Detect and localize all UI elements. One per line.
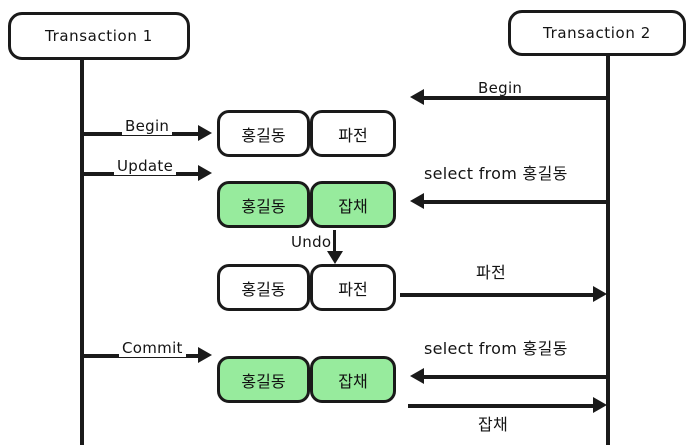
record-row[interactable]: 홍길동 잡채: [217, 181, 396, 228]
arrow-right-icon: [198, 165, 212, 181]
record-cell-value: 잡채: [310, 356, 396, 403]
lifeline-transaction-2: [606, 56, 610, 445]
record-cell-value: 파전: [310, 110, 396, 157]
arrow-right-icon: [198, 347, 212, 363]
record-cell-value: 잡채: [310, 181, 396, 228]
message-line-result-pajeon: [400, 293, 594, 297]
arrow-down-icon: [327, 251, 343, 264]
lifeline-transaction-1: [80, 60, 84, 445]
message-label-undo: Undo: [291, 233, 332, 251]
arrow-right-icon: [593, 286, 607, 302]
actor-transaction-2[interactable]: Transaction 2: [508, 10, 686, 56]
message-line-t2-begin: [424, 96, 608, 100]
arrow-right-icon: [198, 125, 212, 141]
record-row[interactable]: 홍길동 잡채: [217, 356, 396, 403]
record-cell-name: 홍길동: [217, 110, 310, 157]
arrow-left-icon: [410, 193, 424, 209]
message-label-result-japchae: 잡채: [478, 415, 509, 434]
message-label-t1-begin: Begin: [122, 117, 173, 135]
message-label-result-pajeon: 파전: [476, 263, 507, 282]
message-line-t2-select-2: [424, 375, 608, 379]
arrow-left-icon: [410, 368, 424, 384]
message-line-t2-select-1: [424, 200, 608, 204]
record-cell-value: 파전: [310, 264, 396, 311]
record-cell-name: 홍길동: [217, 264, 310, 311]
actor-transaction-1[interactable]: Transaction 1: [8, 12, 190, 60]
record-cell-name: 홍길동: [217, 356, 310, 403]
message-label-t2-begin: Begin: [478, 79, 523, 97]
message-label-t1-update: Update: [114, 157, 177, 175]
record-row[interactable]: 홍길동 파전: [217, 264, 396, 311]
record-cell-name: 홍길동: [217, 181, 310, 228]
message-label-t2-select-2: select from 홍길동: [424, 339, 568, 358]
arrow-left-icon: [410, 89, 424, 105]
message-line-result-japchae: [408, 404, 594, 408]
arrow-right-icon: [593, 397, 607, 413]
record-row[interactable]: 홍길동 파전: [217, 110, 396, 157]
undo-connector-line: [333, 230, 336, 254]
message-label-t2-select-1: select from 홍길동: [424, 164, 568, 183]
message-label-t1-commit: Commit: [119, 339, 186, 357]
